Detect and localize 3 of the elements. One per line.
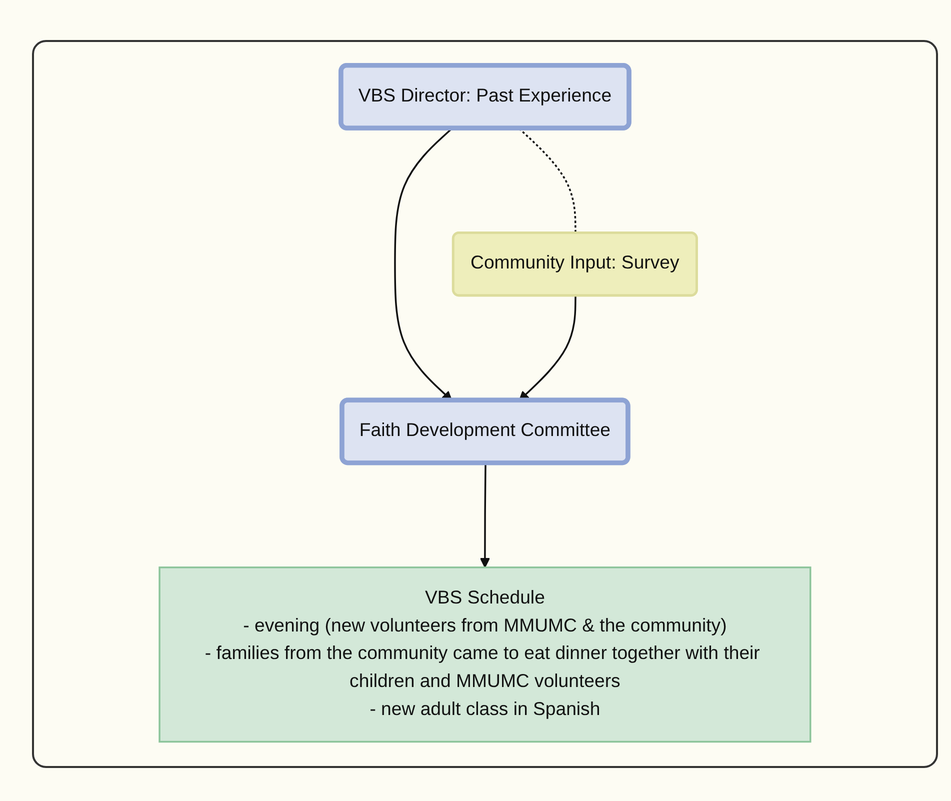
frame-border: VBS Director: Past Experience Community Input: Survey Faith Development Committee VBS Schedule - evening (new volunteers from MMUMC & the community) - families from the community came to eat dinner together with their children and MMUMC volunteers - new adult class in Spanish [32,40,938,768]
node-box [158,567,812,744]
arrow [480,464,490,568]
